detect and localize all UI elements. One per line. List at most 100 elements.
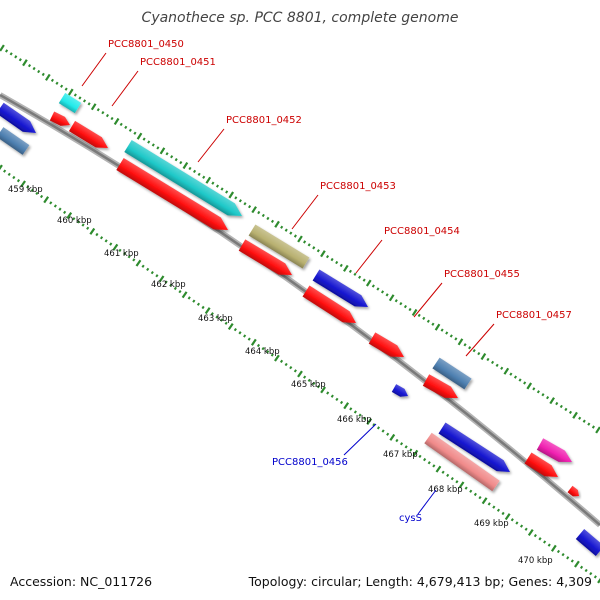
outer-major-tick — [480, 352, 487, 361]
gene-arrow-red-b[interactable] — [116, 158, 228, 230]
inner-minor-tick — [279, 359, 284, 363]
outer-minor-tick — [591, 425, 595, 429]
inner-minor-tick — [210, 312, 214, 316]
outer-minor-tick — [403, 304, 407, 309]
outer-major-tick — [90, 103, 97, 111]
inner-major-tick — [458, 481, 465, 489]
outer-major-tick — [457, 338, 464, 346]
outer-minor-tick — [60, 84, 64, 88]
gene-arrow-0454[interactable] — [312, 269, 368, 308]
inner-minor-tick — [326, 391, 330, 395]
gene-label-0457[interactable]: PCC8801_0457 — [496, 310, 572, 321]
inner-major-tick — [550, 544, 557, 552]
gene-arrow-0455[interactable] — [368, 332, 404, 357]
outer-minor-tick — [431, 322, 435, 326]
outer-minor-tick — [5, 49, 9, 53]
inner-minor-tick — [510, 518, 514, 522]
gene-arrow-0456[interactable] — [391, 384, 408, 397]
inner-minor-tick — [219, 318, 224, 322]
gene-label-0456[interactable]: PCC8801_0456 — [272, 457, 348, 468]
outer-minor-tick — [151, 143, 155, 147]
outer-minor-tick — [64, 87, 68, 91]
inner-minor-tick — [224, 321, 228, 325]
gene-arrow-red-f[interactable] — [524, 452, 559, 478]
outer-minor-tick — [55, 81, 59, 85]
outer-minor-tick — [426, 319, 430, 323]
outer-minor-tick — [156, 146, 160, 150]
gene-arrow-cysS[interactable] — [424, 432, 500, 492]
inner-minor-tick — [256, 343, 261, 348]
outer-minor-tick — [293, 234, 297, 238]
outer-minor-tick — [449, 334, 453, 338]
gene-arrow-left-blue[interactable] — [0, 102, 36, 133]
gene-arrow-0453[interactable] — [248, 224, 310, 269]
tick-label-469: 469 kbp — [474, 519, 509, 529]
outer-minor-tick — [348, 269, 352, 273]
outer-minor-tick — [9, 52, 13, 56]
gene-label-0452[interactable]: PCC8801_0452 — [226, 115, 302, 126]
inner-minor-tick — [533, 533, 537, 538]
inner-minor-tick — [150, 270, 154, 275]
gene-label-cysS[interactable]: cysS — [399, 513, 422, 524]
tick-label-462: 462 kbp — [151, 280, 186, 290]
gene-arrow-blue-big[interactable] — [438, 422, 511, 473]
outer-minor-tick — [174, 158, 178, 162]
gene-arrow-magenta[interactable] — [536, 438, 572, 462]
outer-minor-tick — [202, 175, 206, 179]
outer-minor-tick — [362, 278, 366, 282]
gene-label-0453[interactable]: PCC8801_0453 — [320, 181, 396, 192]
inner-minor-tick — [524, 527, 528, 531]
outer-minor-tick — [41, 72, 45, 77]
gene-label-0455[interactable]: PCC8801_0455 — [444, 269, 520, 280]
inner-major-tick — [343, 402, 350, 410]
inner-minor-tick — [464, 486, 468, 490]
inner-minor-tick — [247, 337, 251, 341]
inner-minor-tick — [289, 366, 293, 370]
gene-arrow-red-small[interactable] — [567, 485, 580, 497]
inner-minor-tick — [519, 524, 524, 528]
outer-minor-tick — [578, 416, 582, 420]
inner-minor-tick — [358, 413, 362, 417]
gene-arrow-red-e[interactable] — [422, 374, 458, 398]
outer-minor-tick — [394, 299, 398, 303]
outer-minor-tick — [261, 213, 265, 218]
gene-arrow-0451[interactable] — [49, 111, 70, 126]
inner-major-tick — [204, 307, 211, 315]
inner-major-tick — [158, 275, 165, 283]
inner-minor-tick — [515, 521, 519, 525]
gene-label-0450[interactable]: PCC8801_0450 — [108, 39, 184, 50]
outer-minor-tick — [82, 99, 87, 103]
gene-label-0454[interactable]: PCC8801_0454 — [384, 226, 460, 237]
inner-minor-tick — [386, 432, 390, 436]
outer-minor-tick — [339, 263, 343, 268]
outer-minor-tick — [234, 196, 238, 200]
gene-arrow-0457[interactable] — [432, 357, 472, 390]
gene-arrow-0450[interactable] — [58, 92, 82, 114]
outer-minor-tick — [188, 166, 192, 171]
gene-arrow-red-d[interactable] — [302, 285, 357, 324]
outer-minor-tick — [582, 419, 586, 423]
outer-minor-tick — [266, 216, 270, 221]
callout-line-0451 — [111, 70, 139, 107]
outer-minor-tick — [536, 390, 540, 394]
inner-minor-tick — [561, 553, 565, 557]
gene-arrow-left-steel[interactable] — [0, 127, 30, 155]
tick-label-470: 470 kbp — [518, 556, 553, 566]
gene-arrow-red-c[interactable] — [238, 239, 292, 275]
inner-minor-tick — [58, 207, 62, 211]
inner-minor-tick — [169, 283, 173, 287]
inner-minor-tick — [395, 438, 399, 443]
outer-minor-tick — [371, 284, 375, 288]
inner-minor-tick — [233, 327, 237, 332]
inner-minor-tick — [307, 378, 311, 382]
outer-minor-tick — [243, 202, 247, 206]
gene-label-0451[interactable]: PCC8801_0451 — [140, 57, 216, 68]
inner-minor-tick — [399, 442, 404, 446]
gene-arrow-right-blue[interactable] — [575, 529, 600, 556]
gene-arrow-red-a[interactable] — [68, 120, 108, 148]
outer-minor-tick — [280, 225, 284, 229]
outer-major-tick — [411, 308, 418, 317]
gene-arrow-0452[interactable] — [124, 140, 242, 216]
outer-minor-tick — [541, 393, 545, 397]
inner-minor-tick — [566, 556, 570, 560]
